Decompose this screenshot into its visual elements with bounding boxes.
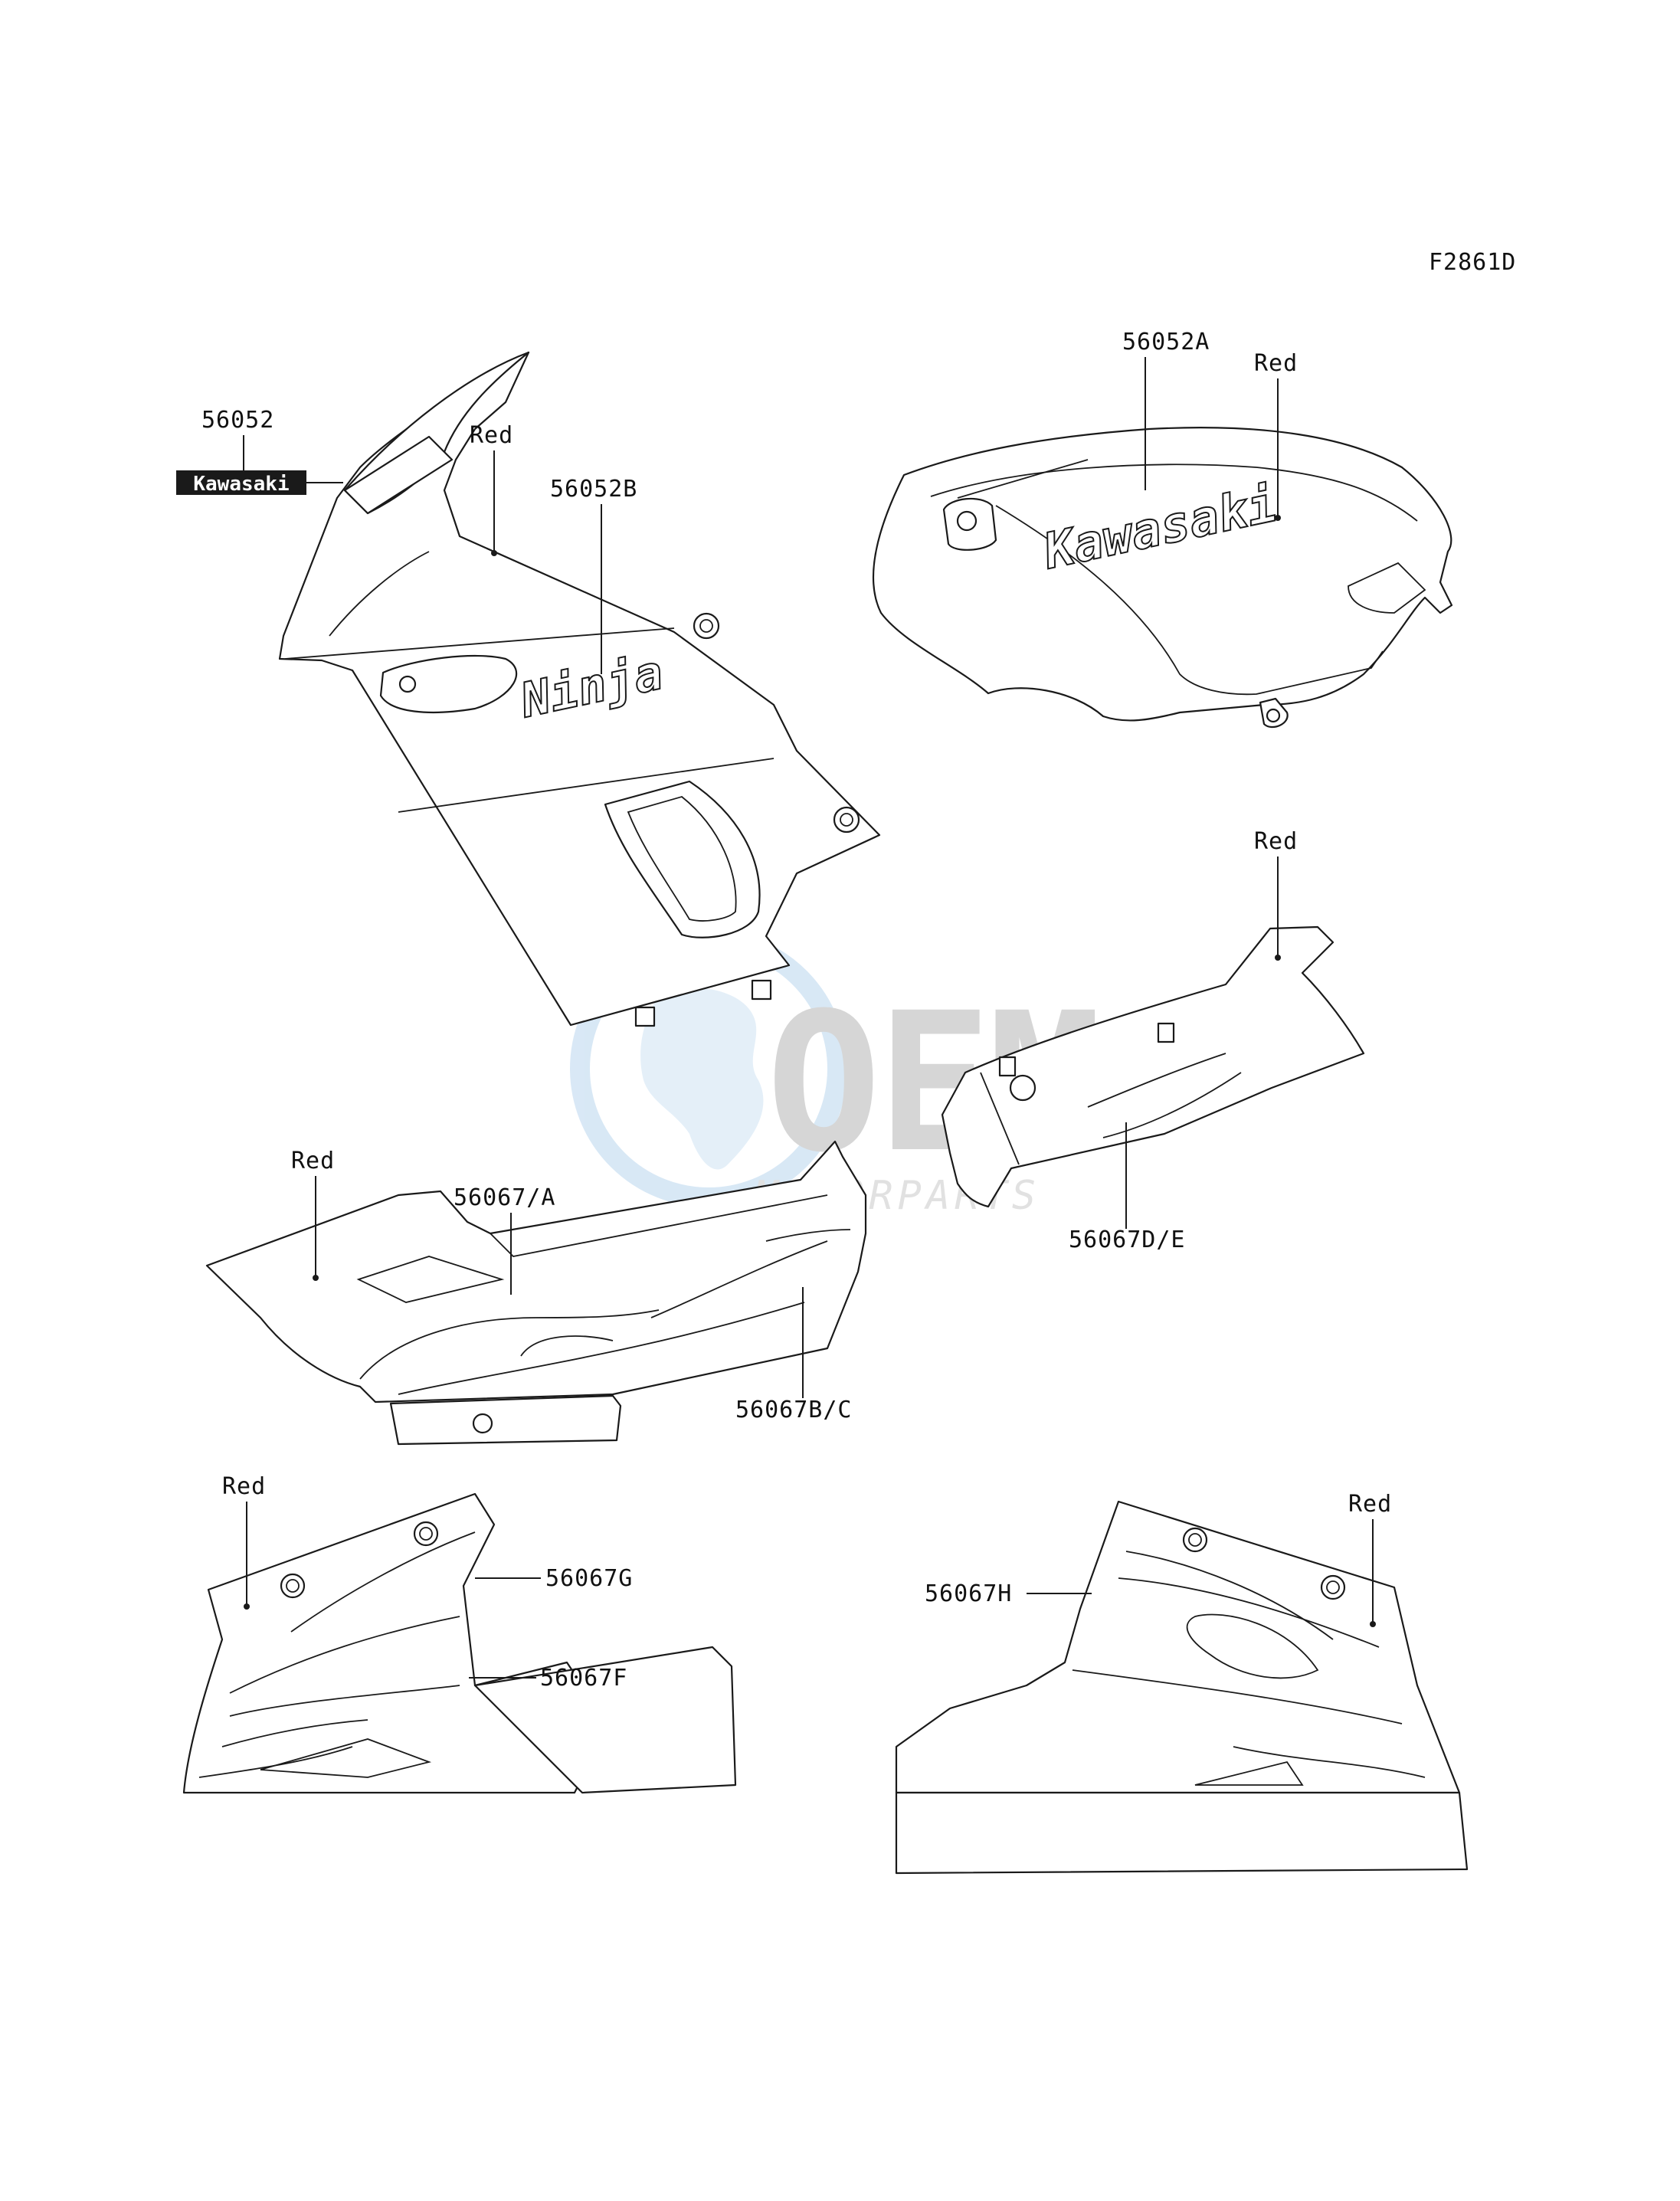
left-lower-stripe-4 <box>221 1719 368 1747</box>
kawasaki-badge-decal: Kawasaki <box>176 470 306 496</box>
leader-red-right-lower-dot <box>1370 1621 1376 1627</box>
side-cover-shell <box>941 925 1365 1208</box>
fairing-vent-hole <box>398 675 417 693</box>
label-56067G: 56067G <box>545 1565 633 1592</box>
mount-hole-1 <box>693 612 720 640</box>
right-lower-vent <box>1194 1760 1304 1786</box>
fairing-vent <box>379 655 518 714</box>
side-cover-grommet <box>1009 1074 1036 1102</box>
tank-stripe-top <box>930 463 1418 522</box>
label-56067BC: 56067B/C <box>735 1397 853 1423</box>
leader-red-fairing-dot <box>491 550 497 556</box>
left-lower-hole-1 <box>413 1521 439 1547</box>
fuel-tank: Kawasaki <box>872 427 1453 729</box>
intake-duct <box>604 780 761 938</box>
label-red-left-lower: Red <box>222 1473 266 1500</box>
kawasaki-badge-bg <box>176 470 306 495</box>
right-lower-oval <box>1186 1613 1319 1679</box>
tail-rail-hole <box>472 1413 493 1434</box>
leader-red-tank-dot <box>1275 515 1281 521</box>
tank-panel-line <box>995 505 1384 696</box>
flame-stripe-2 <box>1102 1072 1242 1138</box>
tail-flame-2 <box>520 1335 614 1357</box>
right-lower-stripe-3 <box>1072 1669 1403 1724</box>
leader-red-tail-dot <box>313 1275 319 1281</box>
side-cover-tab-2 <box>1157 1022 1175 1043</box>
left-lower-stripe-3 <box>229 1685 460 1717</box>
leader-red-left-lower-dot <box>244 1603 250 1610</box>
fairing-line-3 <box>329 551 430 637</box>
tail-flame-3 <box>650 1240 828 1318</box>
fairing-line-1 <box>284 627 675 660</box>
leader-red-sidecover-dot <box>1275 955 1281 961</box>
tail-lower-rail <box>389 1394 622 1446</box>
mount-hole-2 <box>833 806 860 834</box>
tail-cowl-shell <box>205 1140 867 1403</box>
tail-flame-4 <box>398 1302 805 1395</box>
left-lower-hole-2-inner <box>286 1579 300 1593</box>
right-lower-stripe-2 <box>1118 1577 1380 1648</box>
label-red-sidecover: Red <box>1254 828 1298 855</box>
mount-hole-2-inner <box>840 813 853 827</box>
label-56067DE: 56067D/E <box>1069 1227 1186 1253</box>
right-lower-hole-2-inner <box>1326 1580 1340 1594</box>
intake-duct-inner <box>627 796 737 922</box>
left-lower-hole-1-inner <box>419 1527 433 1541</box>
tail-flame-5 <box>765 1229 851 1242</box>
left-lower-shell <box>182 1492 584 1794</box>
tank-stripe-left <box>957 459 1089 499</box>
tank-recess <box>1348 562 1426 614</box>
figure-id: F2861D <box>1429 249 1516 276</box>
kawasaki-badge-text: Kawasaki <box>193 473 289 496</box>
right-lower-hole-1-inner <box>1188 1533 1202 1547</box>
label-56052A: 56052A <box>1122 329 1210 355</box>
label-56052: 56052 <box>201 407 274 434</box>
tail-seat-recess <box>356 1256 505 1303</box>
fuel-cap-keyhole <box>956 510 978 532</box>
label-56067F: 56067F <box>540 1665 627 1692</box>
side-cover <box>941 925 1365 1208</box>
tail-edge-line <box>490 1194 828 1257</box>
right-lower-hole-2 <box>1320 1574 1346 1600</box>
mount-tab-2 <box>751 979 772 1001</box>
label-56067H: 56067H <box>925 1580 1012 1607</box>
mount-tab-1 <box>634 1006 656 1027</box>
left-lower-vent <box>260 1738 432 1778</box>
right-lower-fairing <box>895 1500 1469 1875</box>
left-lower-rear <box>473 1646 737 1794</box>
fuel-tank-shell <box>872 427 1453 722</box>
tail-flame-1 <box>359 1309 660 1380</box>
side-cover-tab-1 <box>998 1056 1017 1077</box>
right-lower-stripe-1 <box>1125 1551 1334 1640</box>
right-lower-hole-1 <box>1182 1527 1208 1553</box>
side-cover-line-1 <box>980 1072 1020 1165</box>
label-56067A: 56067/A <box>454 1184 555 1211</box>
screen-badge <box>343 435 454 515</box>
flame-stripe-1 <box>1087 1053 1226 1108</box>
mount-hole-1-inner <box>699 619 713 633</box>
tail-cowl <box>205 1140 867 1446</box>
label-red-right-lower: Red <box>1348 1491 1392 1518</box>
left-lower-stripe-1 <box>290 1531 476 1633</box>
right-lower-bottom <box>895 1791 1469 1875</box>
watermark-globe-continent <box>640 988 764 1170</box>
label-56052B: 56052B <box>550 476 637 503</box>
left-lower-hole-2 <box>280 1573 306 1599</box>
left-lower-stripe-2 <box>229 1616 460 1694</box>
label-red-tail: Red <box>291 1148 335 1174</box>
label-red-tank: Red <box>1254 350 1298 377</box>
fairing-line-2 <box>398 758 775 813</box>
label-red-fairing: Red <box>470 422 513 449</box>
upper-fairing: Ninja <box>278 351 881 1027</box>
right-lower-stripe-4 <box>1233 1746 1426 1778</box>
right-lower-shell <box>895 1500 1461 1794</box>
tank-mount-hole <box>1266 708 1281 723</box>
left-lower-fairing <box>182 1492 737 1794</box>
